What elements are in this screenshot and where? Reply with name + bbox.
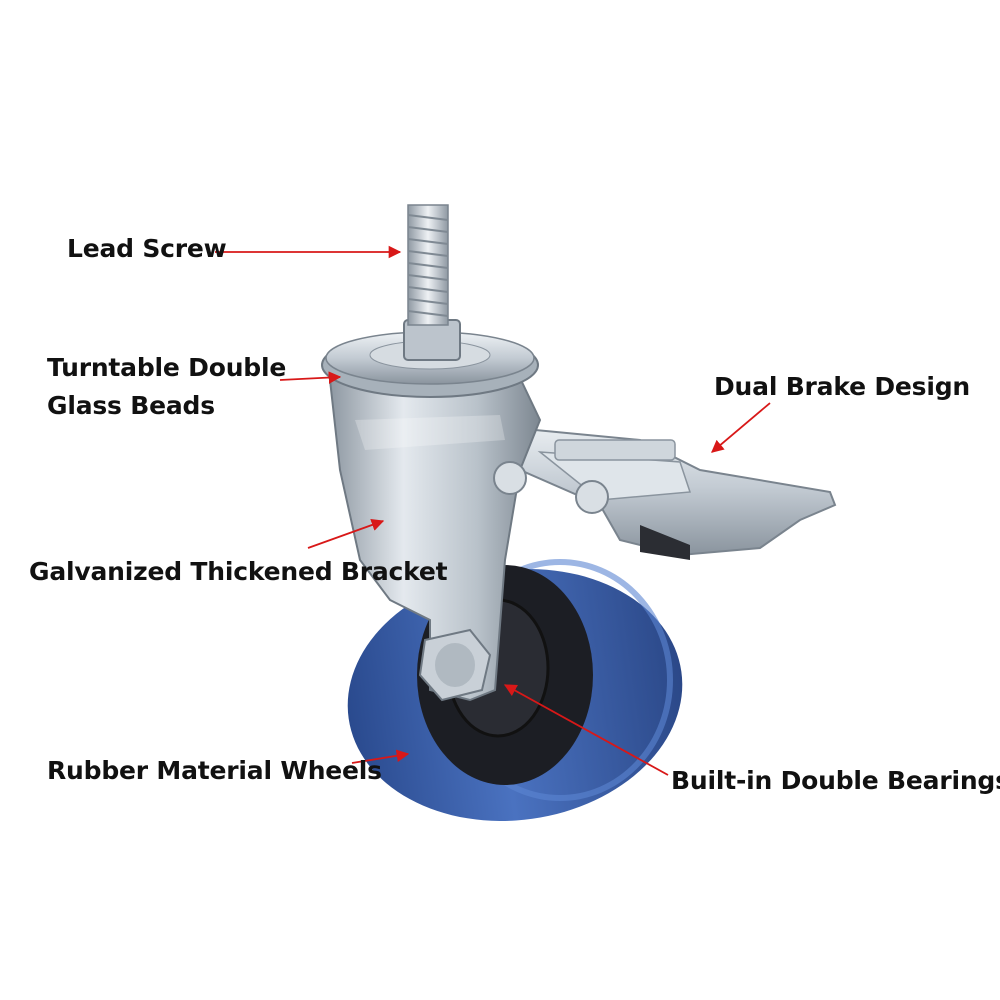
label-dual-brake: Dual Brake Design: [714, 372, 971, 401]
arrow-bearings: [503, 684, 669, 776]
axle-nut: [418, 628, 492, 702]
arrow-bracket: [307, 518, 385, 549]
arrow-rubber-wheels: [351, 749, 410, 764]
label-rubber-wheels: Rubber Material Wheels: [47, 756, 382, 785]
label-bracket: Galvanized Thickened Bracket: [29, 557, 448, 586]
arrow-turntable: [279, 371, 342, 384]
lead-screw: [403, 204, 461, 361]
leader-arrows: [215, 245, 771, 776]
label-turntable: Turntable Double Glass Beads: [47, 353, 287, 420]
rivet: [493, 461, 527, 495]
rivet: [575, 480, 609, 514]
label-bearings: Built-in Double Bearings: [671, 766, 1000, 795]
brake-lever: [427, 418, 837, 560]
arrow-dual-brake: [711, 402, 771, 453]
bracket: [328, 376, 609, 702]
label-lead-screw: Lead Screw: [67, 234, 227, 263]
